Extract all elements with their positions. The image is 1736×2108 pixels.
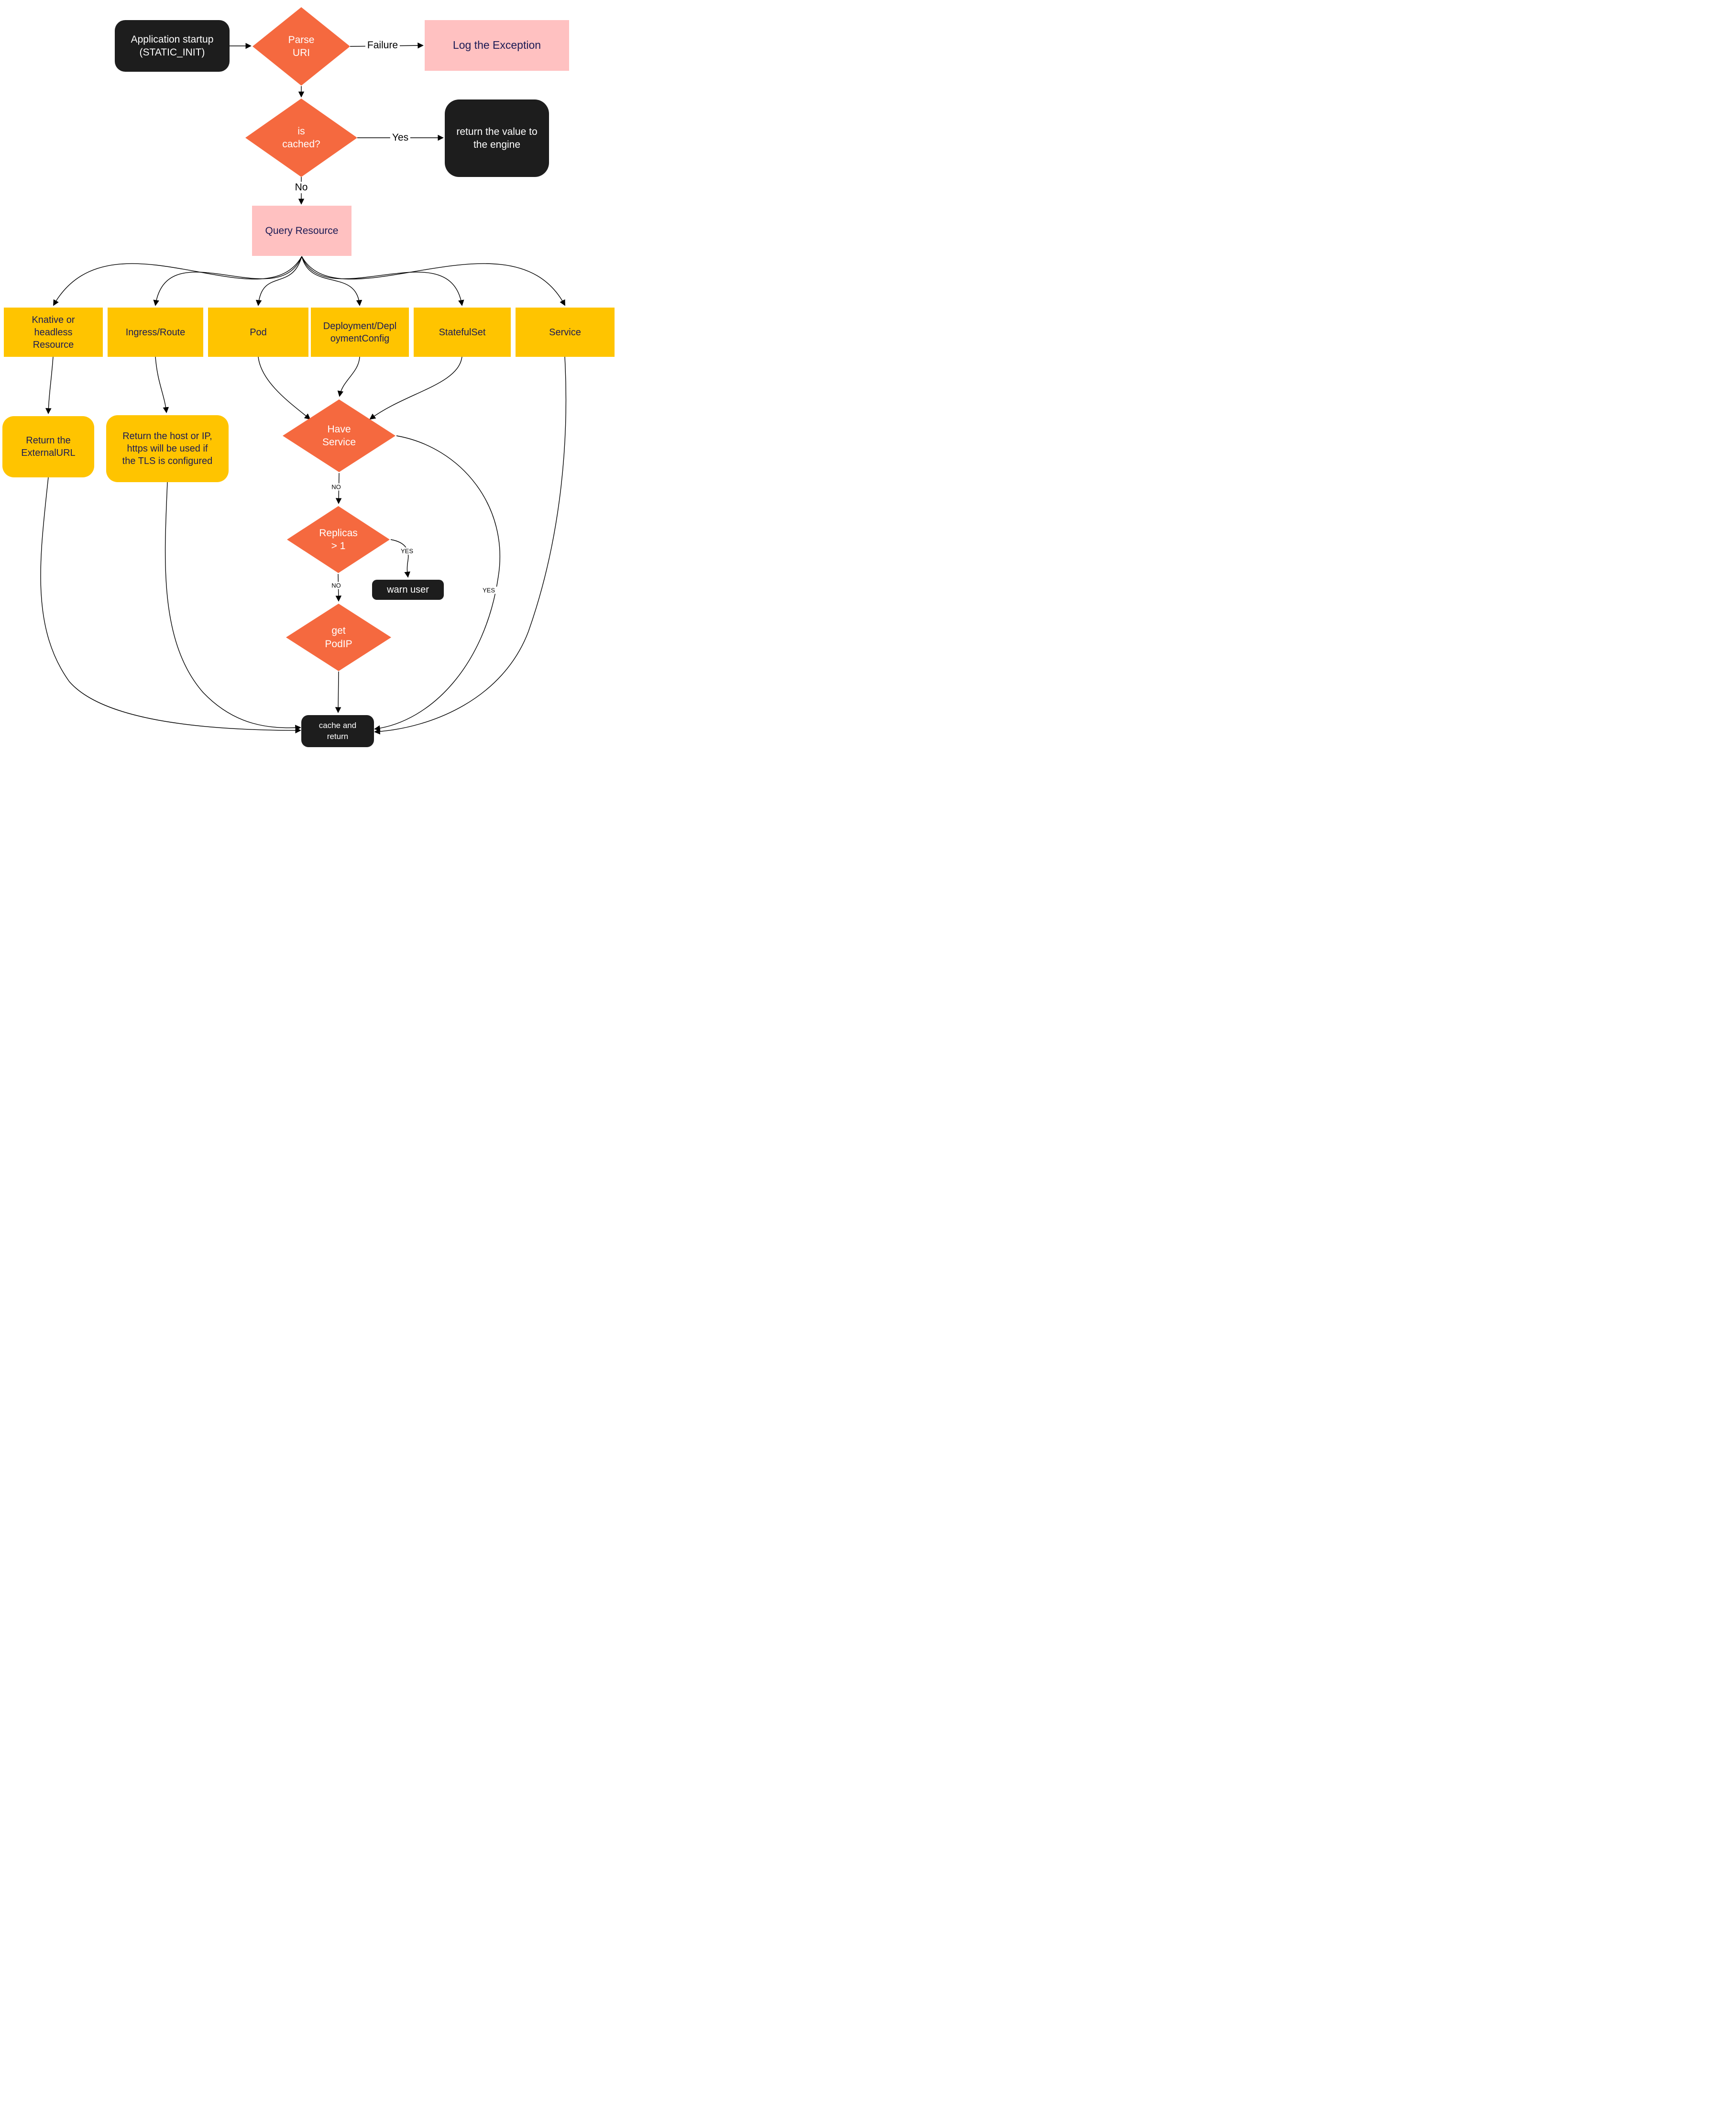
edge-returnhost-cachereturn <box>165 482 301 731</box>
edge-service-cachereturn <box>374 356 567 735</box>
edge-label-replicas-yes: YES <box>398 547 416 555</box>
edge-statefulset-haveservice <box>369 356 462 420</box>
node-label: return the value to the engine <box>456 126 538 150</box>
edge-label-have-service-no: NO <box>330 483 343 491</box>
node-label: Parse URI <box>288 34 315 58</box>
node-log-exception: Log the Exception <box>425 20 569 71</box>
edge-label-failure: Failure <box>365 40 400 51</box>
node-label: Application startup (STATIC_INIT) <box>131 33 214 58</box>
node-label: Have Service <box>322 423 356 448</box>
node-query-resource: Query Resource <box>252 206 352 256</box>
edge-label-have-service-yes: YES <box>480 586 497 594</box>
edge-haveservice-yes-cachereturn <box>374 435 500 731</box>
node-label: is cached? <box>282 125 320 150</box>
node-service: Service <box>516 308 615 357</box>
node-return-externalurl: Return the ExternalURL <box>2 416 94 477</box>
node-label: Knative or headless Resource <box>32 314 75 350</box>
node-application-startup: Application startup (STATIC_INIT) <box>115 20 230 72</box>
edge-label-replicas-no: NO <box>330 582 343 589</box>
node-warn-user: warn user <box>372 580 444 600</box>
node-label: Query Resource <box>265 225 339 236</box>
edge-getpodip-cachereturn <box>335 671 341 713</box>
node-label: Return the ExternalURL <box>21 435 76 458</box>
node-label: warn user <box>387 585 429 595</box>
edge-deployment-haveservice <box>337 356 360 397</box>
node-label: Ingress/Route <box>125 327 186 338</box>
node-label: Service <box>549 327 581 338</box>
node-label: Pod <box>250 327 267 338</box>
edge-query-deployment <box>301 256 363 306</box>
node-label: Return the host or IP, https will be use… <box>122 431 213 466</box>
node-label: get PodIP <box>325 625 352 650</box>
node-label: StatefulSet <box>439 327 486 338</box>
edge-replicas-yes-warnuser <box>390 539 410 578</box>
node-statefulset: StatefulSet <box>414 308 511 357</box>
edge-layer <box>40 42 567 735</box>
edge-knative-externalurl <box>45 356 54 414</box>
edge-label-no: No <box>293 182 310 193</box>
edge-query-pod <box>255 256 302 306</box>
node-label: Log the Exception <box>452 39 541 52</box>
edge-label-yes: Yes <box>390 132 411 143</box>
node-label: Replicas > 1 <box>319 527 358 552</box>
edge-externalurl-cachereturn <box>40 477 301 734</box>
node-ingress-route: Ingress/Route <box>108 308 203 357</box>
node-return-value-engine: return the value to the engine <box>445 99 549 177</box>
node-label: cache and return <box>319 721 357 741</box>
edge-query-service <box>301 256 565 306</box>
node-return-host-or-ip: Return the host or IP, https will be use… <box>106 415 229 482</box>
edge-query-knative <box>53 256 302 306</box>
node-deployment-deploymentconfig: Deployment/Depl oymentConfig <box>311 308 409 357</box>
edge-query-ingress <box>153 256 302 306</box>
edge-pod-haveservice <box>258 356 311 420</box>
node-cache-and-return: cache and return <box>301 715 374 747</box>
node-label: Deployment/Depl oymentConfig <box>323 320 397 344</box>
node-knative-headless-resource: Knative or headless Resource <box>4 308 103 357</box>
node-pod: Pod <box>208 308 308 357</box>
flowchart-canvas: Application startup (STATIC_INIT) Parse … <box>0 0 621 754</box>
edge-ingress-returnhost <box>155 356 169 413</box>
edge-query-statefulset <box>301 256 464 306</box>
